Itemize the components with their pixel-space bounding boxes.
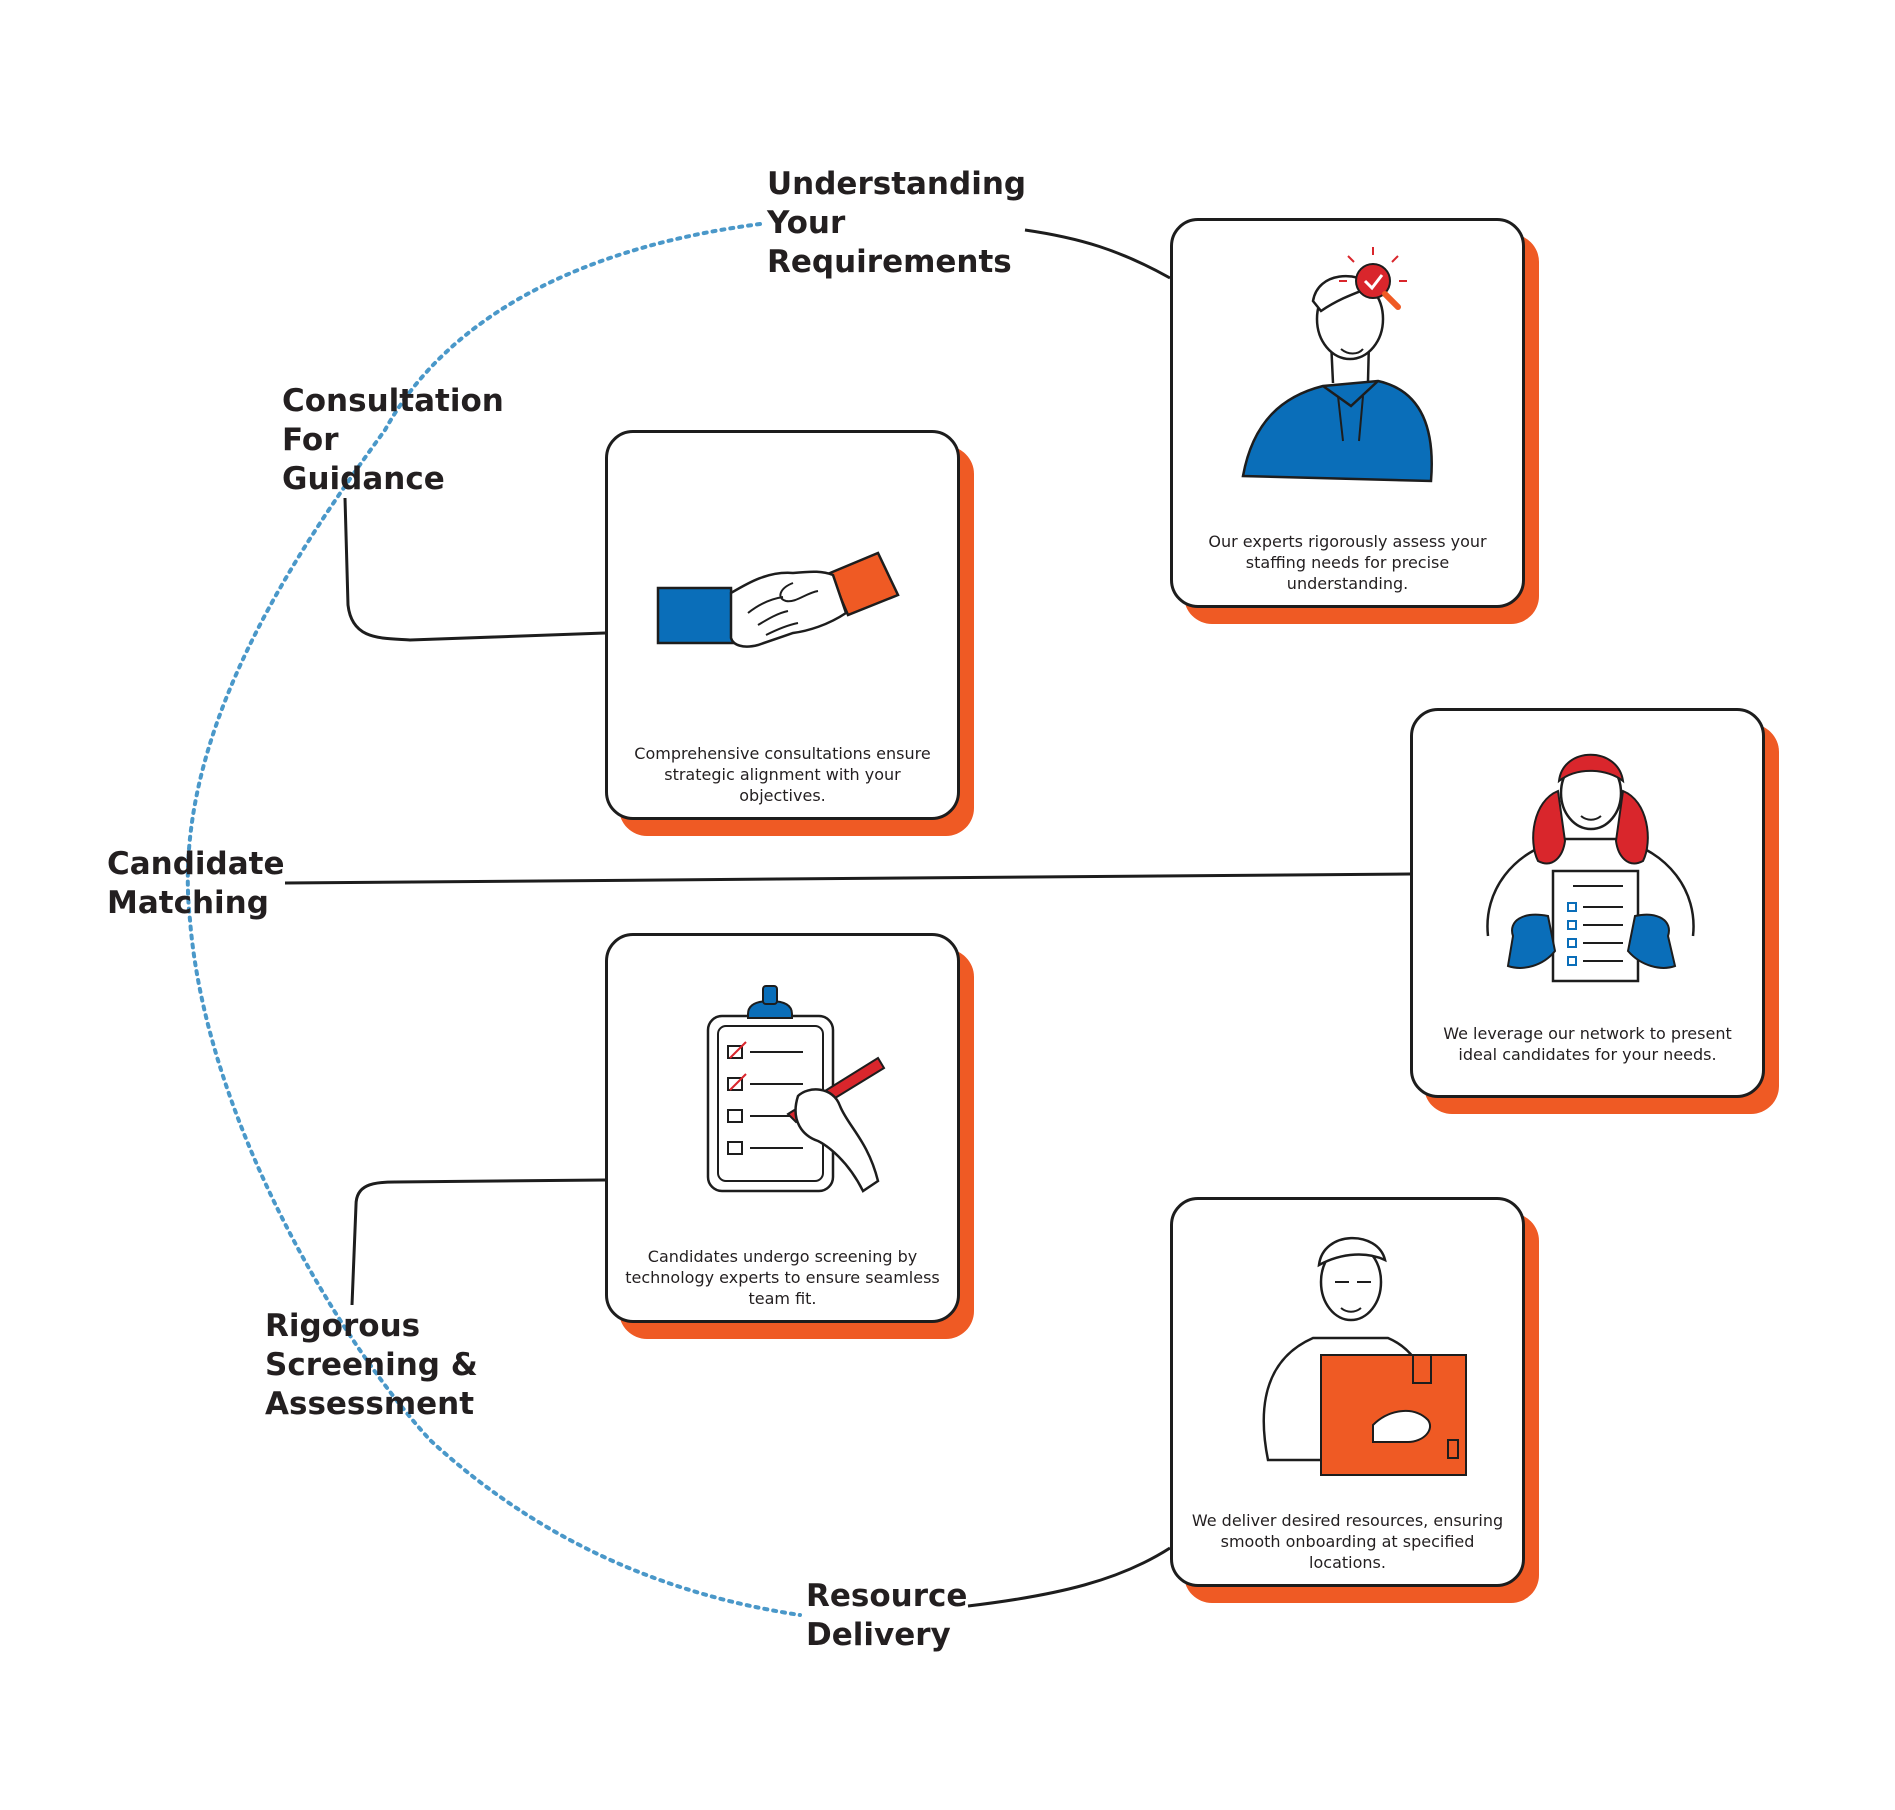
connector-screening [350,1178,606,1306]
card-understanding: Our experts rigorously assess your staff… [1170,218,1539,624]
delivery-box-person-icon [1262,1236,1467,1476]
handshake-icon [656,551,900,648]
step-title-screening: Rigorous Screening & Assessment [265,1308,478,1422]
connector-matching [284,872,1411,885]
card-matching: We leverage our network to present ideal… [1410,708,1779,1114]
card-consultation: Comprehensive consultations ensure strat… [605,430,974,836]
dotted-arc [185,222,802,1617]
card-body: Comprehensive consultations ensure strat… [605,430,960,820]
step-title-consultation: Consultation For Guidance [282,383,504,497]
card-body: We leverage our network to present ideal… [1410,708,1765,1098]
clipboard-checklist-icon [706,985,886,1193]
step-title-understanding: Understanding Your Requirements [767,166,1027,280]
card-delivery: We deliver desired resources, ensuring s… [1170,1197,1539,1603]
card-description: Our experts rigorously assess your staff… [1208,532,1487,593]
step-title-matching: Candidate Matching [107,846,285,921]
checklist-woman-icon [1486,753,1695,983]
card-description: Candidates undergo screening by technolo… [625,1247,940,1308]
card-screening: Candidates undergo screening by technolo… [605,933,974,1339]
connector-consultation [343,497,606,642]
card-body: We deliver desired resources, ensuring s… [1170,1197,1525,1587]
card-description: Comprehensive consultations ensure strat… [634,744,931,805]
magnifier-check-person-icon [1241,247,1433,483]
card-body: Our experts rigorously assess your staff… [1170,218,1525,608]
card-description: We deliver desired resources, ensuring s… [1191,1511,1504,1572]
connector-delivery [967,1546,1171,1608]
card-body: Candidates undergo screening by technolo… [605,933,960,1323]
card-description: We leverage our network to present ideal… [1443,1024,1732,1064]
connector-understanding [1024,228,1171,280]
step-title-delivery: Resource Delivery [806,1578,968,1653]
